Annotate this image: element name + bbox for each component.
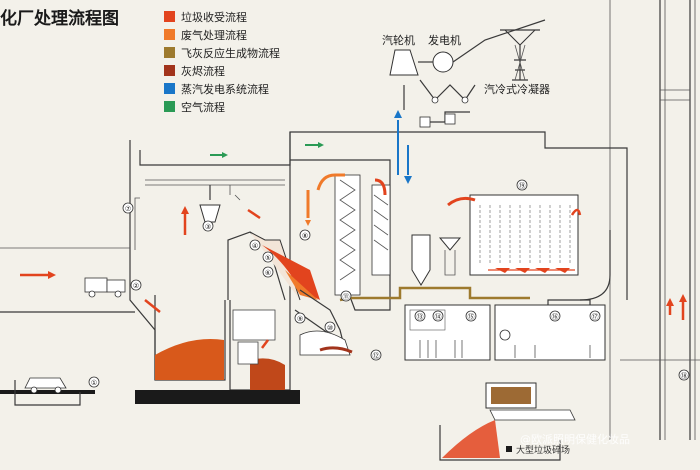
legend-swatch-air xyxy=(164,101,175,112)
svg-text:④: ④ xyxy=(252,242,258,250)
svg-text:①: ① xyxy=(91,379,97,387)
svg-text:⑯: ⑯ xyxy=(552,313,559,321)
legend-label-flyash: 飞灰反应生成物流程 xyxy=(181,46,280,60)
chimney-right xyxy=(609,0,696,440)
legend-swatch-exhaust xyxy=(164,29,175,40)
marker-16: ⑯ xyxy=(549,310,561,322)
marker-9: ⑨ xyxy=(294,312,306,324)
legend: 垃圾收受流程 废气处理流程 飞灰反应生成物流程 灰烬流程 蒸汽发电系统流程 空气… xyxy=(164,10,280,114)
legend-item-flyash: 飞灰反应生成物流程 xyxy=(164,46,280,60)
legend-label-ash: 灰烬流程 xyxy=(181,64,225,78)
flyash-conveyor xyxy=(339,286,530,302)
marker-13: ⑬ xyxy=(414,310,426,322)
svg-text:⑱: ⑱ xyxy=(681,372,688,380)
svg-text:⑫: ⑫ xyxy=(373,352,380,360)
legend-item-garbage: 垃圾收受流程 xyxy=(164,10,247,24)
watermark: @欧派照明保健化妆品 xyxy=(520,432,630,446)
steam-lines xyxy=(394,85,470,184)
truck-lower xyxy=(24,377,67,394)
incinerator xyxy=(227,231,353,356)
garbage-flow-arrows xyxy=(20,206,687,349)
svg-text:⑮: ⑮ xyxy=(468,313,475,321)
marker-11: ⑪ xyxy=(340,290,352,302)
marker-2: ② xyxy=(130,279,142,291)
ground-slab xyxy=(135,390,300,404)
ground-left xyxy=(0,390,95,394)
legend-label-steam: 蒸汽发电系统流程 xyxy=(181,82,269,96)
legend-label-exhaust: 废气处理流程 xyxy=(181,28,247,42)
legend-swatch-steam xyxy=(164,83,175,94)
turbine-label: 汽轮机 xyxy=(382,33,415,47)
marker-10: ⑩ xyxy=(324,321,336,333)
svg-text:②: ② xyxy=(133,282,139,290)
crane xyxy=(199,185,241,223)
marker-8: ⑧ xyxy=(299,229,311,241)
garbage-pit xyxy=(154,295,291,391)
svg-text:⑩: ⑩ xyxy=(327,324,333,332)
svg-text:⑬: ⑬ xyxy=(417,313,424,321)
marker-12: ⑫ xyxy=(370,349,382,361)
legend-item-exhaust: 废气处理流程 xyxy=(164,28,247,42)
marker-1: ① xyxy=(88,376,100,388)
condenser-label: 汽冷式冷凝器 xyxy=(484,82,550,96)
marker-5: ⑤ xyxy=(262,251,274,263)
svg-text:⑪: ⑪ xyxy=(343,293,350,301)
svg-text:⑲: ⑲ xyxy=(519,182,526,190)
air-flow-arrows xyxy=(210,142,324,158)
marker-19: ⑲ xyxy=(516,179,528,191)
diagram-title: 化厂处理流程图 xyxy=(0,8,119,29)
bunker-detail: 大型垃圾碎场 xyxy=(439,382,576,461)
marker-6: ⑥ xyxy=(262,266,274,278)
marker-4: ④ xyxy=(249,239,261,251)
bunker-caption: 大型垃圾碎场 xyxy=(516,444,570,456)
turbine-generator: 汽轮机 发电机 xyxy=(382,19,546,104)
marker-18: ⑱ xyxy=(678,369,690,381)
marker-7: ⑦ xyxy=(122,202,134,214)
legend-label-air: 空气流程 xyxy=(181,100,225,114)
legend-item-air: 空气流程 xyxy=(164,100,225,114)
svg-text:③: ③ xyxy=(205,223,211,231)
condenser: 汽冷式冷凝器 xyxy=(484,29,550,96)
marker-3: ③ xyxy=(202,220,214,232)
svg-text:⑨: ⑨ xyxy=(297,315,303,323)
svg-text:⑤: ⑤ xyxy=(265,254,271,262)
marker-17: ⑰ xyxy=(589,310,601,322)
legend-swatch-flyash xyxy=(164,47,175,58)
step-markers: ① ② ③ ④ ⑤ ⑥ ⑦ ⑧ ⑨ ⑩ ⑪ ⑫ ⑬ ⑭ ⑮ ⑯ ⑰ ⑱ ⑲ xyxy=(88,179,690,388)
generator-label: 发电机 xyxy=(428,33,461,47)
legend-swatch-ash xyxy=(164,65,175,76)
truck-upper xyxy=(84,277,126,298)
legend-item-steam: 蒸汽发电系统流程 xyxy=(164,82,269,96)
marker-14: ⑭ xyxy=(432,310,444,322)
legend-label-garbage: 垃圾收受流程 xyxy=(181,10,247,24)
marker-15: ⑮ xyxy=(465,310,477,322)
legend-swatch-garbage xyxy=(164,11,175,22)
legend-item-ash: 灰烬流程 xyxy=(164,64,225,78)
svg-text:⑰: ⑰ xyxy=(592,313,599,321)
svg-text:⑧: ⑧ xyxy=(302,232,308,240)
svg-text:⑥: ⑥ xyxy=(265,269,271,277)
turbine-icon xyxy=(389,49,419,76)
svg-text:⑭: ⑭ xyxy=(435,313,442,321)
generator-icon xyxy=(432,51,454,73)
svg-text:⑦: ⑦ xyxy=(125,205,131,213)
